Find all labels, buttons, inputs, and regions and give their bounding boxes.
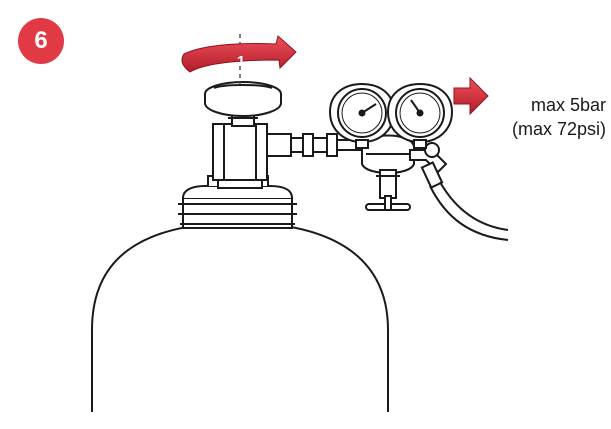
step-number-badge: 6: [18, 18, 64, 64]
pressure-regulator-icon: [336, 134, 448, 211]
max-pressure-psi: (max 72psi): [511, 119, 606, 139]
gas-hose-icon: [420, 161, 509, 241]
rotation-step-label: 1: [237, 53, 245, 70]
cylinder-valve-icon: [204, 81, 338, 189]
clockwise-arrow-icon: [181, 35, 297, 73]
rotation-arrow: 1: [181, 34, 297, 84]
pressure-limit-note: max 5bar (max 72psi): [476, 93, 606, 141]
step-number: 6: [34, 27, 48, 54]
right-arrow-icon: [453, 76, 489, 116]
gas-cylinder-icon: [91, 175, 389, 412]
pressure-gauge-icon: [328, 82, 454, 149]
max-pressure-bar: max 5bar: [530, 95, 606, 115]
